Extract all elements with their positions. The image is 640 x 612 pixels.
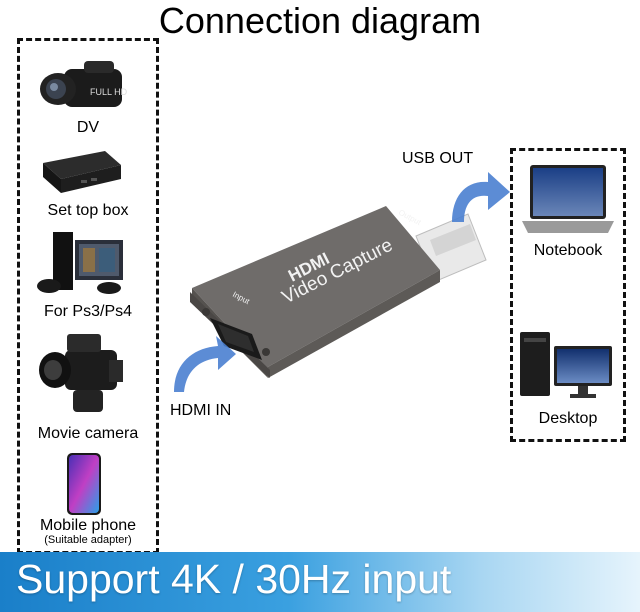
- usb-out-label: USB OUT: [402, 150, 474, 167]
- target-label-desktop: Desktop: [538, 410, 598, 427]
- mobile-phone-icon: [66, 452, 102, 516]
- source-label-mobile-phone: Mobile phone: [39, 517, 137, 534]
- source-label-set-top-box: Set top box: [47, 202, 129, 219]
- page-title: Connection diagram: [158, 0, 482, 41]
- banner-text: Support 4K / 30Hz input: [16, 556, 452, 602]
- source-sublabel-mobile-phone: (Suitable adapter): [44, 534, 132, 546]
- target-label-notebook: Notebook: [533, 242, 603, 259]
- targets-box: [510, 148, 626, 442]
- notebook-icon: [522, 163, 614, 237]
- video-capture-device: HDMI Video Capture Input Output: [180, 200, 490, 390]
- bottom-banner: Support 4K / 30Hz input: [0, 552, 640, 612]
- hdmi-in-arrow-icon: [168, 330, 240, 400]
- hdmi-in-label: HDMI IN: [170, 402, 232, 419]
- source-label-dv: DV: [76, 119, 100, 136]
- svg-text:FULL HD: FULL HD: [90, 87, 128, 97]
- source-label-movie-camera: Movie camera: [37, 425, 139, 442]
- desktop-icon: [518, 328, 616, 400]
- camcorder-icon: FULL HD: [38, 55, 134, 117]
- movie-camera-icon: [37, 330, 127, 420]
- set-top-box-icon: [37, 147, 125, 197]
- usb-out-arrow-icon: [444, 170, 514, 230]
- source-label-game-console: For Ps3/Ps4: [43, 303, 133, 320]
- game-console-icon: [35, 230, 127, 296]
